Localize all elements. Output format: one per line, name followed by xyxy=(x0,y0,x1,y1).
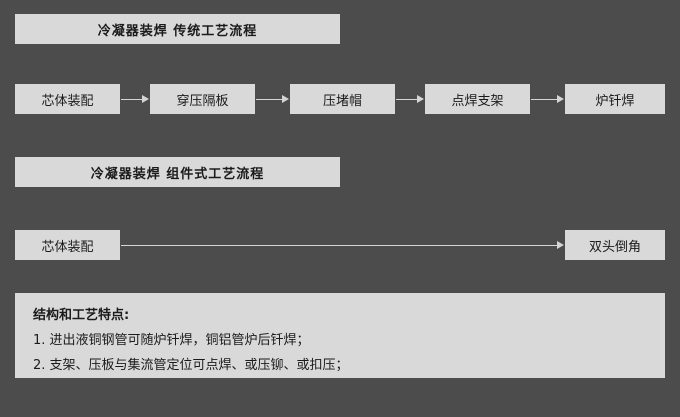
arrow-head xyxy=(142,95,149,103)
flow1-step-press-cap: 压堵帽 xyxy=(290,84,395,114)
arrow-line xyxy=(531,99,559,100)
arrow-right-icon xyxy=(121,95,149,103)
notes-title: 结构和工艺特点: xyxy=(33,308,130,323)
flow1-step-spot-weld-bracket: 点焊支架 xyxy=(425,84,530,114)
arrow-line xyxy=(121,99,144,100)
arrow-right-icon xyxy=(531,95,564,103)
flow1-step-press-baffle: 穿压隔板 xyxy=(150,84,255,114)
notes-line-2: 2. 支架、压板与集流管定位可点焊、或压铆、或扣压； xyxy=(33,358,349,373)
arrow-right-icon xyxy=(396,95,424,103)
notes-panel: 结构和工艺特点: 1. 进出液铜钢管可随炉钎焊，铜铝管炉后钎焊； 2. 支架、压… xyxy=(15,293,665,378)
arrow-line xyxy=(256,99,284,100)
arrow-head xyxy=(282,95,289,103)
arrow-head xyxy=(417,95,424,103)
flow1-step-core-assembly: 芯体装配 xyxy=(15,84,120,114)
arrow-line xyxy=(121,245,559,246)
arrow-head xyxy=(557,241,564,249)
flow2-title: 冷凝器装焊 组件式工艺流程 xyxy=(15,157,340,187)
flow2-step-core-assembly: 芯体装配 xyxy=(15,230,120,260)
arrow-right-icon xyxy=(256,95,289,103)
arrow-line xyxy=(396,99,419,100)
arrow-right-icon xyxy=(121,241,564,249)
flow1-title: 冷凝器装焊 传统工艺流程 xyxy=(15,14,340,44)
flow1-step-furnace-brazing: 炉钎焊 xyxy=(565,84,665,114)
flow2-step-double-end-chamfer: 双头倒角 xyxy=(565,230,665,260)
notes-line-1: 1. 进出液铜钢管可随炉钎焊，铜铝管炉后钎焊； xyxy=(33,333,310,348)
arrow-head xyxy=(557,95,564,103)
